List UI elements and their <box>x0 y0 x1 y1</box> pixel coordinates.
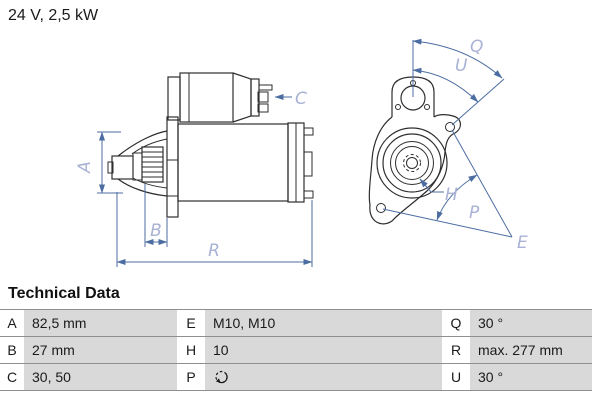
param-letter-h: H <box>177 337 205 363</box>
param-value-p <box>205 364 442 390</box>
param-value-c: 30, 50 <box>24 364 177 390</box>
dim-label-h: H <box>445 185 458 205</box>
starter-side-view <box>107 72 314 218</box>
dim-label-r: R <box>208 241 220 261</box>
table-row: A 82,5 mm E M10, M10 Q 30 ° <box>0 309 592 336</box>
param-value-u: 30 ° <box>470 364 592 390</box>
param-letter-u: U <box>442 364 470 390</box>
param-value-r: max. 277 mm <box>470 337 592 363</box>
param-value-b: 27 mm <box>24 337 177 363</box>
technical-data-table: A 82,5 mm E M10, M10 Q 30 ° B 27 mm H 10… <box>0 309 592 391</box>
param-letter-r: R <box>442 337 470 363</box>
rotation-direction-icon <box>215 370 228 383</box>
param-letter-q: Q <box>442 310 470 336</box>
starter-motor-drawing: A B R C <box>75 37 528 267</box>
table-row: B 27 mm H 10 R max. 277 mm <box>0 336 592 363</box>
param-letter-a: A <box>0 310 24 336</box>
param-value-q: 30 ° <box>470 310 592 336</box>
dim-label-b: B <box>150 221 162 241</box>
technical-data-heading: Technical Data <box>8 285 120 302</box>
param-letter-p: P <box>177 364 205 390</box>
end-view-dimensions: Q U P E H <box>382 37 528 253</box>
param-value-e: M10, M10 <box>205 310 442 336</box>
dim-label-c: C <box>295 89 307 109</box>
param-letter-c: C <box>0 364 24 390</box>
param-value-h: 10 <box>205 337 442 363</box>
page-title: 24 V, 2,5 kW <box>8 7 99 24</box>
param-letter-b: B <box>0 337 24 363</box>
param-value-a: 82,5 mm <box>24 310 177 336</box>
dim-label-a: A <box>75 161 95 174</box>
param-letter-e: E <box>177 310 205 336</box>
dim-label-q: Q <box>470 37 483 57</box>
dim-label-p: P <box>469 203 480 223</box>
dim-label-e: E <box>517 233 528 253</box>
side-view-dimensions: A B R C <box>75 89 313 267</box>
table-row: C 30, 50 P U 30 ° <box>0 363 592 391</box>
dim-label-u: U <box>455 56 468 76</box>
